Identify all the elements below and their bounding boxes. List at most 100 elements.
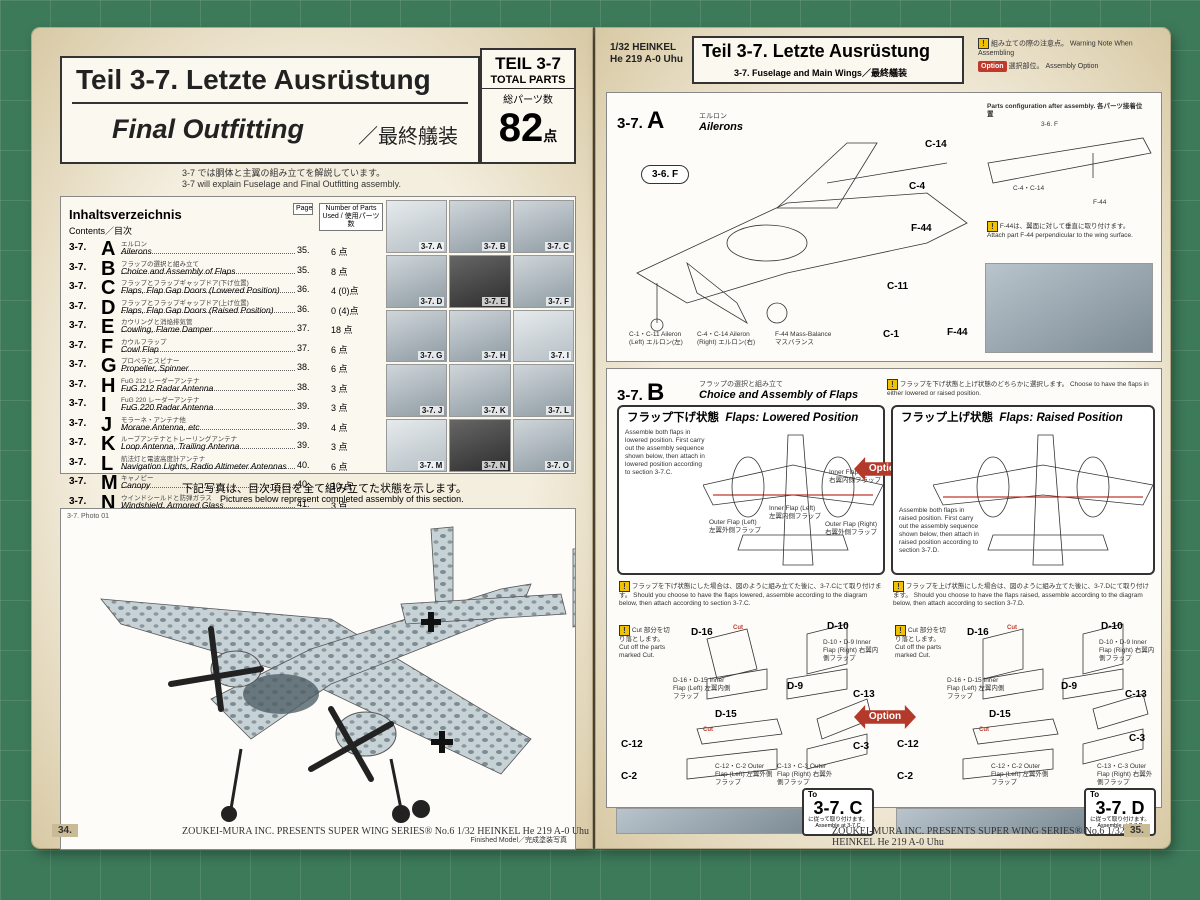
toc-letter: G (101, 355, 117, 377)
cut-mark-1: Cut (733, 625, 743, 631)
thumbnail[interactable]: 3-7. A (386, 200, 448, 253)
thumbnail[interactable]: 3-7. I (512, 309, 574, 363)
part-d9-l: D-9 (787, 681, 804, 692)
raised-flap-photo (896, 808, 1086, 834)
sec-a-letter: A (647, 107, 665, 134)
part-c12-r: C-12 (897, 739, 919, 750)
part-c13-r: C-13 (1125, 689, 1147, 700)
sec-a-num: 3-7. (617, 115, 643, 132)
aileron-diagram (636, 142, 968, 332)
toc-section-number: 3-7. (69, 261, 87, 273)
toc-letter: L (101, 452, 114, 475)
thumbnail[interactable]: 3-7. G (386, 309, 448, 363)
section-a-name: Ailerons (699, 121, 744, 133)
warning-icon: ! (978, 38, 989, 49)
toc-label: Cowl Flap (121, 343, 159, 354)
intro-en: 3-7 will explain Fuselage and Final Outf… (182, 179, 401, 189)
toc-page: 40. (297, 479, 310, 489)
thumbnail[interactable]: 3-7. M (386, 419, 448, 472)
title-english: Final Outfitting (112, 114, 304, 144)
thumbnail[interactable]: 3-7. J (386, 364, 448, 418)
legend-d16-d15-r: D-16・D-15 Inner Flap (Left) 左翼内側フラップ (947, 677, 1005, 700)
toc-jp-label: キャノピー (121, 475, 154, 482)
toc-count: 3 点 (331, 383, 348, 394)
left-page: Teil 3-7. Letzte Ausrüstung Final Outfit… (32, 28, 592, 850)
lowered-text: Assemble both flaps in lowered position.… (625, 429, 705, 476)
cut-mark-3: Cut (1007, 625, 1017, 631)
toc-jp-label: ウインドシールドと防弾ガラス (121, 494, 212, 502)
raised-heading: フラップ上げ状態 Flaps: Raised Position (901, 409, 1123, 425)
cut-mark-2: Cut (703, 727, 713, 733)
lowered-heading: フラップ下げ状態 Flaps: Lowered Position (627, 409, 858, 425)
thumbnail[interactable]: 3-7. N (449, 419, 511, 472)
thumbnail[interactable]: 3-7. H (449, 309, 511, 363)
thumbnail-label: 3-7. G (418, 351, 445, 361)
thumbnail[interactable]: 3-7. C (512, 200, 574, 253)
toc-label: Propeller, Spinner (121, 363, 189, 373)
toc-label: Ailerons (121, 246, 152, 256)
legend-d16-d15-l: D-16・D-15 Inner Flap (Left) 左翼内側フラップ (673, 677, 731, 700)
legend-warning: 組み立ての際の注意点。 Warning Note When Assembling (978, 40, 1133, 57)
toc-count: 0 (4)点 (331, 305, 359, 316)
intro-text: 3-7 では胴体と主翼の組み立てを解説しています。 3-7 will expla… (182, 168, 401, 190)
toc-page: 41. (297, 498, 310, 509)
raised-head-en: Flaps: Raised Position (999, 412, 1123, 424)
lowered-diagram (703, 434, 883, 566)
toc-page: 39. (297, 420, 310, 431)
parts-jp-label: 総パーツ数 (503, 95, 553, 106)
thumbnail[interactable]: 3-7. E (449, 254, 511, 308)
raised-warning-text: フラップを上げ状態にした場合は、図のように組み立てた後に、3-7.Dにて取り付け… (893, 583, 1150, 607)
toc-leader-dots (121, 331, 295, 332)
thumbnail[interactable]: 3-7. K (449, 364, 511, 418)
toc-label: Flaps, Flap Gap Doors (Raised Position) (121, 304, 274, 315)
thumbnail[interactable]: 3-7. L (512, 364, 574, 418)
parts-count: 82点 (482, 106, 574, 158)
toc-heading: Inhaltsverzeichnis (69, 207, 182, 222)
toc-count: 6 点 (331, 344, 348, 355)
parts-config-panel: Parts configuration after assembly. 各パーツ… (983, 103, 1155, 353)
lowered-outer-right: Outer Flap (Right) 右翼外側フラップ (825, 521, 878, 536)
photo-caption-en: Pictures below represent completed assem… (220, 494, 464, 504)
right-page: 1/32 HEINKEL He 219 A-0 Uhu Teil 3-7. Le… (596, 28, 1170, 848)
title-japanese: ／最終艤装 (358, 126, 458, 148)
thumbnail[interactable]: 3-7. O (512, 419, 574, 472)
finished-model-photo: 3-7. Photo 01 (60, 508, 592, 850)
thumbnail[interactable]: 3-7. F (512, 254, 574, 308)
thumbnail[interactable]: 3-7. D (386, 254, 448, 308)
toc-page: 40. (297, 459, 310, 470)
lowered-inner-right: Inner Flap (Right) 右翼内側フラップ (829, 469, 881, 484)
toc-page: 37. (297, 323, 310, 333)
part-c11: C-11 (887, 281, 909, 292)
total-parts-box: TEIL 3-7 TOTAL PARTS 総パーツ数 82点 (480, 48, 576, 164)
thumbnail-label: 3-7. D (418, 296, 445, 306)
toc-page: 35. (297, 245, 310, 255)
to-c-note: に従って取り付けます。 Assemble at 3-7.C (808, 817, 868, 829)
thumbnail[interactable]: 3-7. B (449, 200, 511, 253)
toc-jp-label: FuG 220 レーダーアンテナ (121, 397, 200, 404)
toc-jp-label: フラップとフラップギャップドア(下げ位置) (121, 280, 249, 287)
photo-finished-label: Finished Model／完成塗装写真 (470, 837, 567, 844)
toc-count: 6 点 (331, 461, 348, 472)
toc-leader-dots (121, 506, 295, 508)
toc-label: Morane Antenna, etc (121, 421, 200, 432)
to-3-7-c-box[interactable]: To 3-7. C に従って取り付けます。 Assemble at 3-7.C (802, 788, 874, 836)
legend-d10-d9-r: D-10・D-9 Inner Flap (Right) 右翼内側フラップ (1099, 639, 1155, 662)
thumbnail-label: 3-7. C (545, 241, 571, 251)
toc-section-number: 3-7. (69, 320, 87, 331)
raised-cut-note-text: Cut 部分を切り落とします。 Cut off the parts marked… (895, 627, 946, 659)
to-3-7-d-box[interactable]: To 3-7. D に従って取り付けます。 Assemble at 3-7.D (1084, 788, 1156, 836)
thumbnail-label: 3-7. A (418, 241, 445, 251)
